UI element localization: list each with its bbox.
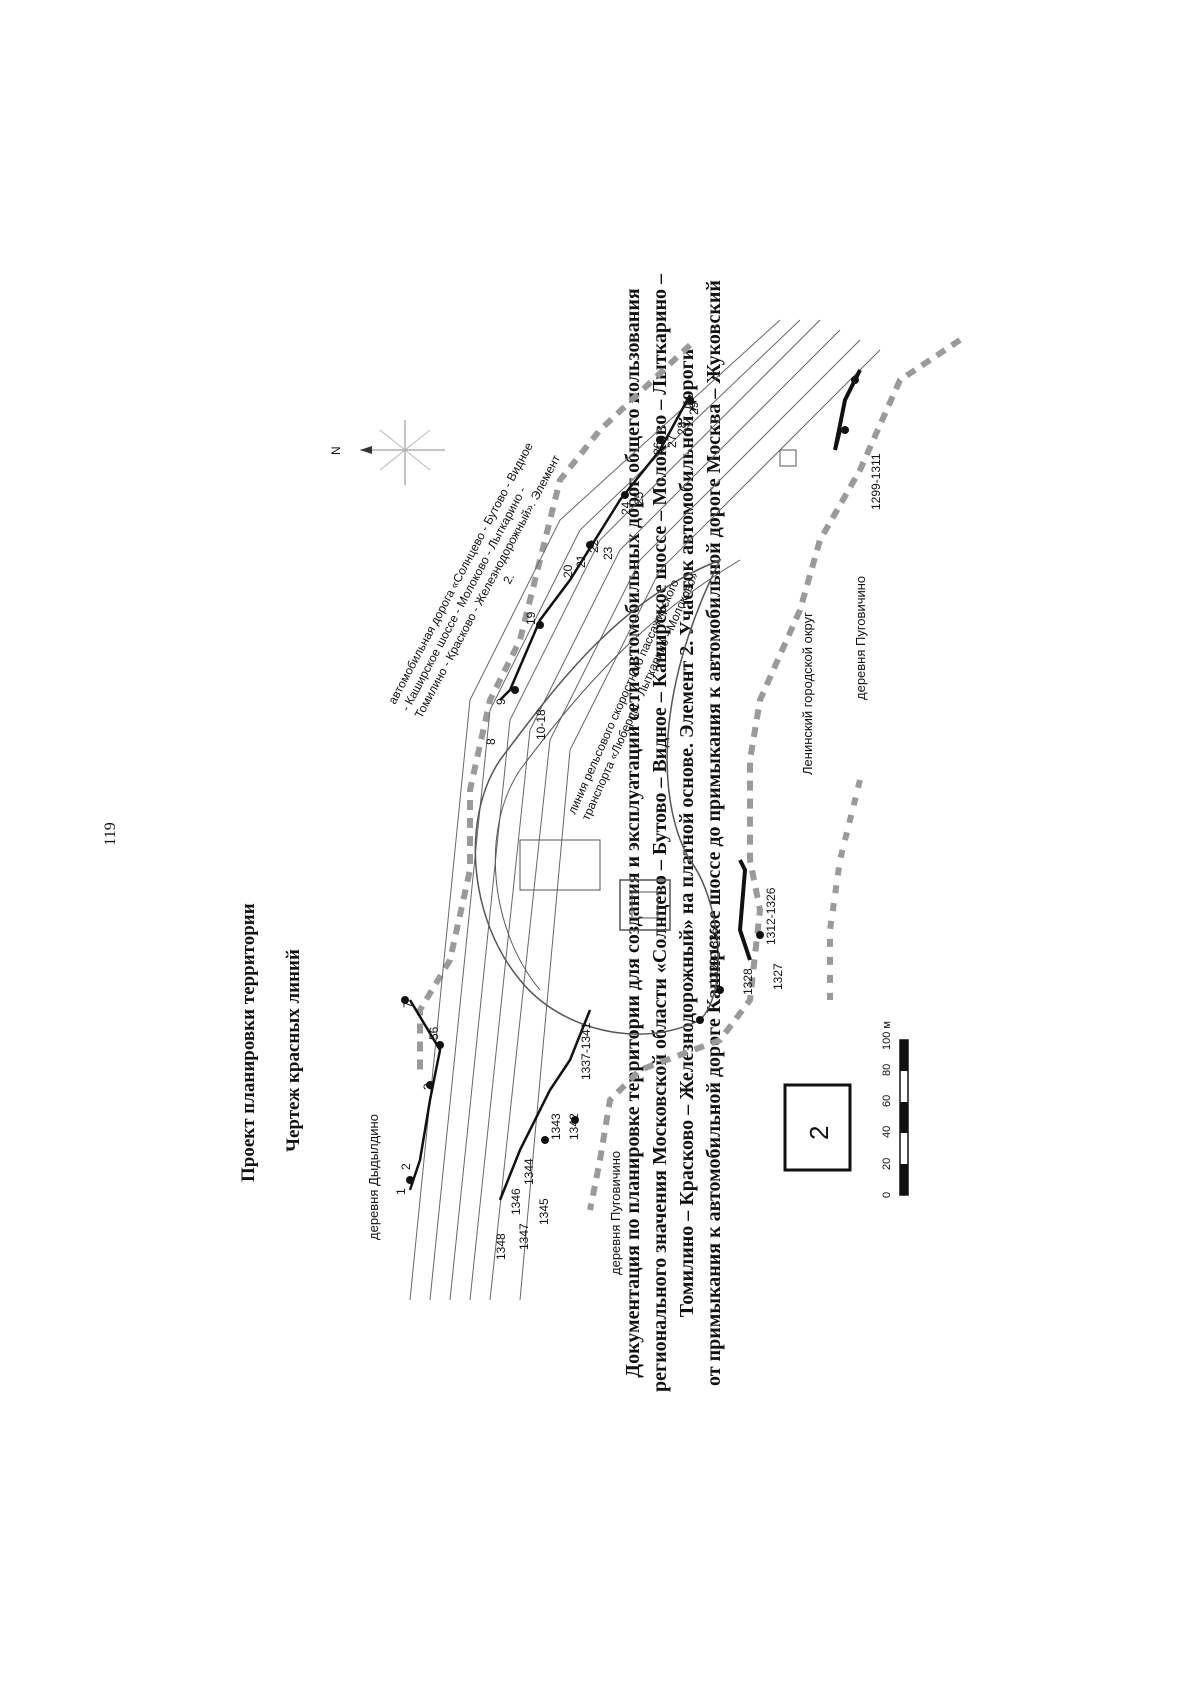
point-label-1343: 1343 [549,1113,563,1140]
point-label-20: 20 [561,564,575,578]
svg-text:60: 60 [881,1095,893,1107]
point-label-28: 28 [675,421,689,435]
svg-text:40: 40 [881,1126,893,1138]
boundary-mid [827,779,863,1000]
leninsky-district-label: Ленинский городской округ [800,612,815,775]
building-inner [631,891,659,919]
platform-box [519,839,601,891]
point-label-1337-1341: 1337-1341 [579,1022,593,1080]
point-label-25: 25 [632,491,646,505]
scale-bar: 0 20 40 60 80 100 м [881,1021,909,1198]
point-label-22: 22 [587,539,601,553]
point-label-1329-1336: 1329-1336 [707,927,721,985]
point-label-7: 7 [401,1001,415,1008]
point-label-1327: 1327 [771,963,785,990]
red-line-upper [499,394,692,701]
point-label-1312-1326: 1312-1326 [764,887,778,945]
point-label-26: 26 [651,441,665,455]
svg-text:100 м: 100 м [881,1021,893,1050]
point-label-23: 23 [601,546,615,560]
compass-rose-icon: N [329,420,445,485]
element-number-label: 2 [804,1126,834,1140]
red-line-right [737,859,752,961]
point-label-8: 8 [484,738,498,745]
point-label-1344: 1344 [522,1158,536,1185]
red-line-center [498,1009,592,1201]
village-pugovichino-right-label: деревня Пуговичино [853,576,868,700]
point-label-19: 19 [524,611,538,625]
point-label-24: 24 [619,501,633,515]
point-markers [401,376,859,1184]
point-label-9: 9 [494,698,508,705]
svg-text:80: 80 [881,1064,893,1076]
building [619,879,671,931]
point-label-3: 3 [421,1083,435,1090]
boundary-upper [417,342,693,1070]
rail-loop-inner [494,559,741,991]
red-line-far-right [833,369,862,451]
boundary-lower [587,337,962,1211]
svg-text:автомобильная дорога «Солнцево: автомобильная дорога «Солнцево - Бутово … [385,440,536,707]
rail-loop [474,558,722,1035]
point-label-1346: 1346 [509,1188,523,1215]
point-label-56: 56 [427,1026,441,1040]
village-dydyldino-label: деревня Дыдылдино [366,1114,381,1240]
compass-north-label: N [329,446,343,455]
point-label-21: 21 [574,554,588,568]
point-label-10-18: 10-18 [534,709,548,740]
point-label-27: 27 [665,434,679,448]
point-label-1345: 1345 [537,1198,551,1225]
highway-lines [409,319,881,1301]
svg-text:20: 20 [881,1158,893,1170]
svg-text:- Каширское шоссе - Молоково -: - Каширское шоссе - Молоково - Лыткарино… [399,484,530,713]
point-label-1342: 1342 [567,1113,581,1140]
svg-text:2.: 2. [500,571,517,586]
road-label: автомобильная дорога «Солнцево - Бутово … [385,440,564,721]
point-label-1328: 1328 [741,968,755,995]
point-label-29: 29 [687,401,701,415]
svg-text:линия рельсового скоростного п: линия рельсового скоростного пассажирско… [565,577,682,816]
red-line-left [408,999,442,1191]
point-label-1348: 1348 [494,1233,508,1260]
point-label-1299-1311: 1299-1311 [869,453,883,510]
svg-text:Томилино - Красково - Железнод: Томилино - Красково - Железнодорожный». … [412,452,564,720]
point-label-2: 2 [399,1163,413,1170]
village-pugovichino-left-label: деревня Пуговичино [608,1151,623,1275]
element-number-box [783,1083,852,1172]
svg-text:0: 0 [881,1192,893,1198]
point-label-1347: 1347 [517,1223,531,1250]
small-building [779,449,797,467]
point-label-1: 1 [394,1188,408,1195]
rail-label: линия рельсового скоростного пассажирско… [565,570,701,822]
